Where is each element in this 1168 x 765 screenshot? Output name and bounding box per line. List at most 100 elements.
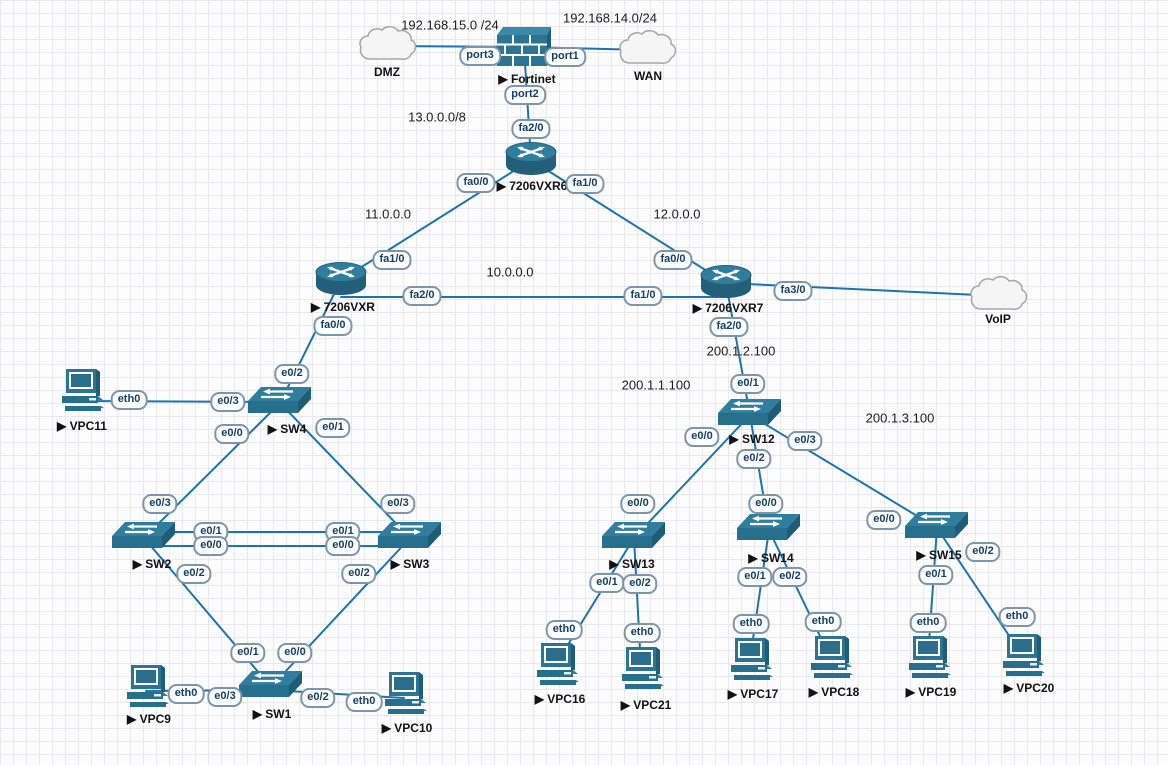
link-r7-voip[interactable] [725,282,1000,297]
node-label-wan: WAN [634,69,662,83]
port-label-12: fa2/0 [709,317,749,337]
cloud-icon [359,26,417,60]
port-label-44: eth0 [732,614,770,634]
node-vpc9[interactable] [122,663,170,709]
port-label-47: e0/1 [918,565,954,585]
port-label-16: e0/0 [214,424,250,444]
port-label-40: eth0 [623,623,661,643]
node-label-voip: VoIP [985,312,1011,326]
port-label-21: e0/2 [176,564,212,584]
network-label-6: 200.1.2.100 [706,343,776,359]
network-label-1: 192.168.14.0/24 [563,10,657,26]
pc-icon [385,672,427,714]
pc-icon [811,636,853,678]
node-vpc16[interactable] [532,641,580,687]
node-sw12[interactable] [718,398,782,432]
network-label-7: 200.1.1.100 [621,377,691,393]
node-vpc20[interactable] [998,632,1046,678]
port-label-17: e0/1 [315,418,351,438]
port-label-14: e0/3 [210,392,246,412]
port-label-39: eth0 [545,620,583,640]
node-dmz[interactable] [357,26,419,66]
node-sw15[interactable] [905,511,969,545]
port-label-4: fa0/0 [456,173,496,193]
port-label-43: e0/2 [772,567,808,587]
node-label-vpc19: ▶ VPC19 [905,685,957,699]
link-sw15-vpc20[interactable] [936,527,1023,656]
port-label-2: port2 [504,85,546,105]
node-vpc19[interactable] [904,634,952,680]
port-label-6: fa1/0 [372,250,412,270]
node-label-vpc10: ▶ VPC10 [381,721,433,735]
port-label-25: e0/2 [341,564,377,584]
port-label-38: e0/2 [622,574,658,594]
pc-icon [731,638,773,680]
pc-icon [622,647,664,689]
link-sw4-sw3[interactable] [279,402,411,539]
node-fortinet[interactable] [495,26,553,68]
link-r6-r7[interactable] [530,159,727,284]
link-sw15-vpc19[interactable] [927,527,938,658]
node-sw3[interactable] [378,521,442,555]
node-label-r6: ▶ 7206VXR6 [496,179,568,193]
node-sw13[interactable] [602,521,666,555]
port-label-30: eth0 [167,684,205,704]
link-sw13-vpc21[interactable] [633,537,642,669]
link-sw3-sw1[interactable] [270,537,411,688]
pc-icon [62,369,104,411]
link-sw14-vpc18[interactable] [768,529,831,658]
port-label-15: e0/2 [274,364,310,384]
switch-icon [239,671,302,697]
port-label-50: eth0 [998,607,1036,627]
node-sw1[interactable] [239,670,303,704]
node-r6[interactable] [503,140,559,180]
node-label-vpc21: ▶ VPC21 [620,698,672,712]
node-wan[interactable] [617,30,679,70]
port-label-22: e0/3 [380,494,416,514]
node-label-sw14: ▶ SW14 [748,551,794,565]
pc-icon [1003,634,1045,676]
port-label-35: e0/3 [787,431,823,451]
link-sw12-sw15[interactable] [749,414,938,529]
link-sw12-sw13[interactable] [633,414,751,539]
port-label-49: eth0 [909,613,947,633]
port-label-31: eth0 [345,692,383,712]
port-label-1: port1 [544,47,586,67]
node-sw4[interactable] [248,386,312,420]
node-vpc18[interactable] [806,634,854,680]
node-rleft[interactable] [313,260,369,300]
node-label-sw15: ▶ SW15 [916,548,962,562]
port-label-32: e0/1 [730,374,766,394]
port-label-9: fa0/0 [653,250,693,270]
switch-icon [112,522,175,548]
node-vpc11[interactable] [57,367,105,413]
node-sw2[interactable] [112,521,176,555]
node-vpc21[interactable] [617,645,665,691]
network-label-0: 192.168.15.0 /24 [401,17,499,33]
node-vpc17[interactable] [726,636,774,682]
network-label-2: 13.0.0.0/8 [408,109,466,125]
node-label-sw12: ▶ SW12 [729,432,775,446]
port-label-28: e0/3 [207,687,243,707]
cloud-icon [619,30,677,64]
node-voip[interactable] [968,276,1030,316]
pc-icon [127,665,169,707]
port-label-29: e0/2 [300,688,336,708]
node-label-r7: ▶ 7206VXR7 [692,301,764,315]
port-label-42: e0/1 [737,567,773,587]
node-label-dmz: DMZ [374,65,400,79]
switch-icon [248,387,311,413]
network-label-3: 11.0.0.0 [364,206,412,222]
link-sw4-sw2[interactable] [143,402,281,539]
router-icon [505,142,557,175]
firewall-icon [497,27,551,66]
port-label-18: e0/3 [142,494,178,514]
link-sw14-vpc17[interactable] [749,529,770,660]
node-r7[interactable] [698,263,754,303]
node-vpc10[interactable] [380,670,428,716]
port-label-36: e0/0 [620,494,656,514]
node-label-rleft: ▶ 7206VXR [311,300,375,314]
node-sw14[interactable] [737,513,801,547]
